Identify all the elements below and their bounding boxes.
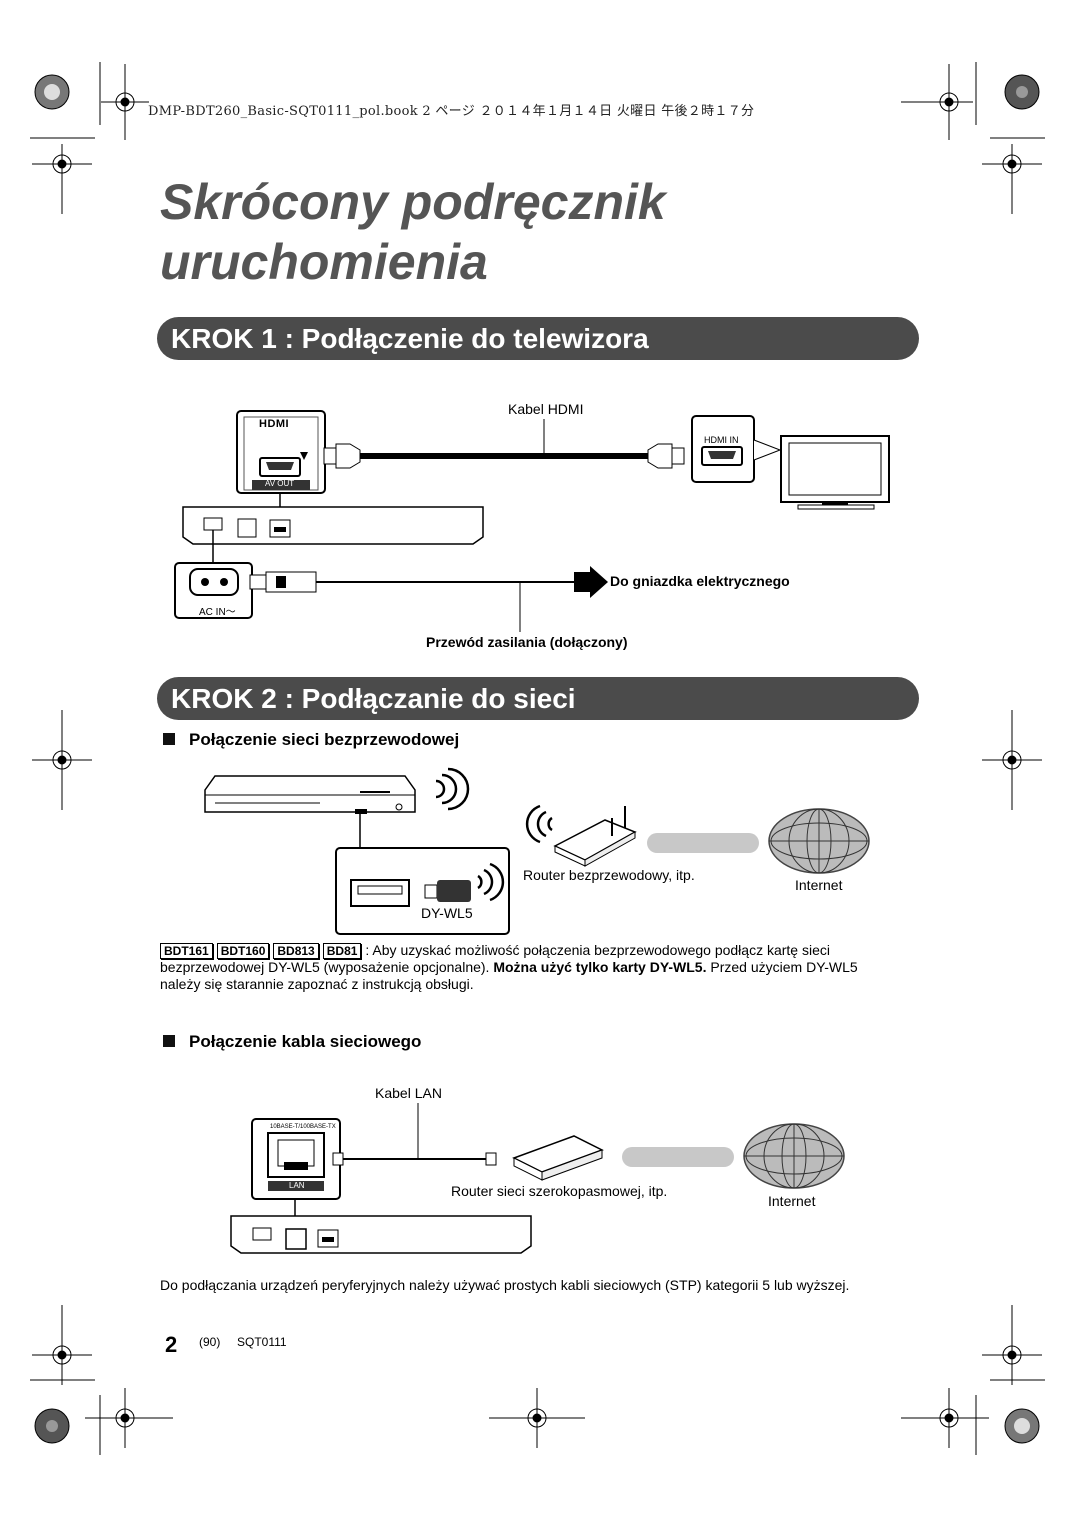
- hdmi-in-label: HDMI IN: [704, 435, 739, 445]
- page-code: SQT0111: [237, 1335, 287, 1349]
- wired-internet-label: Internet: [768, 1193, 816, 1209]
- wireless-internet-label: Internet: [795, 877, 843, 893]
- bullet-square-icon: [163, 733, 175, 745]
- wireless-router-label: Router bezprzewodowy, itp.: [523, 867, 695, 883]
- lan-port-caption: 10BASE-T/100BASE-TX: [270, 1124, 336, 1130]
- title-line-1: Skrócony podręcznik: [160, 174, 666, 230]
- step1-heading: KROK 1 : Podłączenie do telewizora: [157, 317, 919, 360]
- lan-label: LAN: [289, 1181, 305, 1190]
- footer-note: Do podłączania urządzeń peryferyjnych na…: [160, 1277, 850, 1293]
- ac-in-label: AC IN〜: [199, 607, 236, 618]
- page-number: 2: [165, 1332, 178, 1357]
- outlet-label: Do gniazdka elektrycznego: [610, 573, 790, 589]
- power-cord-label: Przewód zasilania (dołączony): [426, 634, 628, 650]
- hdmi-cable-label: Kabel HDMI: [508, 401, 584, 417]
- note-end: Przed użyciem DY-WL5 należy się staranni…: [160, 959, 858, 992]
- adapter-label: DY-WL5: [421, 905, 473, 921]
- hdmi-logo: HDMI: [259, 418, 290, 430]
- av-out-label: AV OUT: [265, 479, 295, 488]
- wireless-heading: Połączenie sieci bezprzewodowej: [163, 730, 459, 750]
- note-bold: Można użyć tylko karty DY-WL5.: [493, 959, 707, 975]
- model-tag: BDT160: [216, 943, 270, 959]
- page-title: Skrócony podręcznik uruchomienia: [160, 172, 666, 292]
- step2-heading: KROK 2 : Podłączanie do sieci: [157, 677, 919, 720]
- wired-heading: Połączenie kabla sieciowego: [163, 1032, 421, 1052]
- wireless-heading-text: Połączenie sieci bezprzewodowej: [189, 730, 460, 749]
- lan-cable-label: Kabel LAN: [375, 1085, 442, 1101]
- note-text: : Aby uzyskać możliwość połączenia bezpr…: [160, 942, 830, 975]
- model-tag: BD81: [322, 943, 362, 959]
- title-line-2: uruchomienia: [160, 234, 488, 290]
- model-tag: BD813: [273, 943, 319, 959]
- wired-heading-text: Połączenie kabla sieciowego: [189, 1032, 422, 1051]
- page-sub: (90): [199, 1335, 221, 1349]
- model-tag: BDT161: [160, 943, 213, 959]
- broadband-router-label: Router sieci szerokopasmowej, itp.: [451, 1183, 668, 1199]
- print-header: DMP-BDT260_Basic-SQT0111_pol.book 2 ページ …: [148, 104, 755, 119]
- bullet-square-icon: [163, 1035, 175, 1047]
